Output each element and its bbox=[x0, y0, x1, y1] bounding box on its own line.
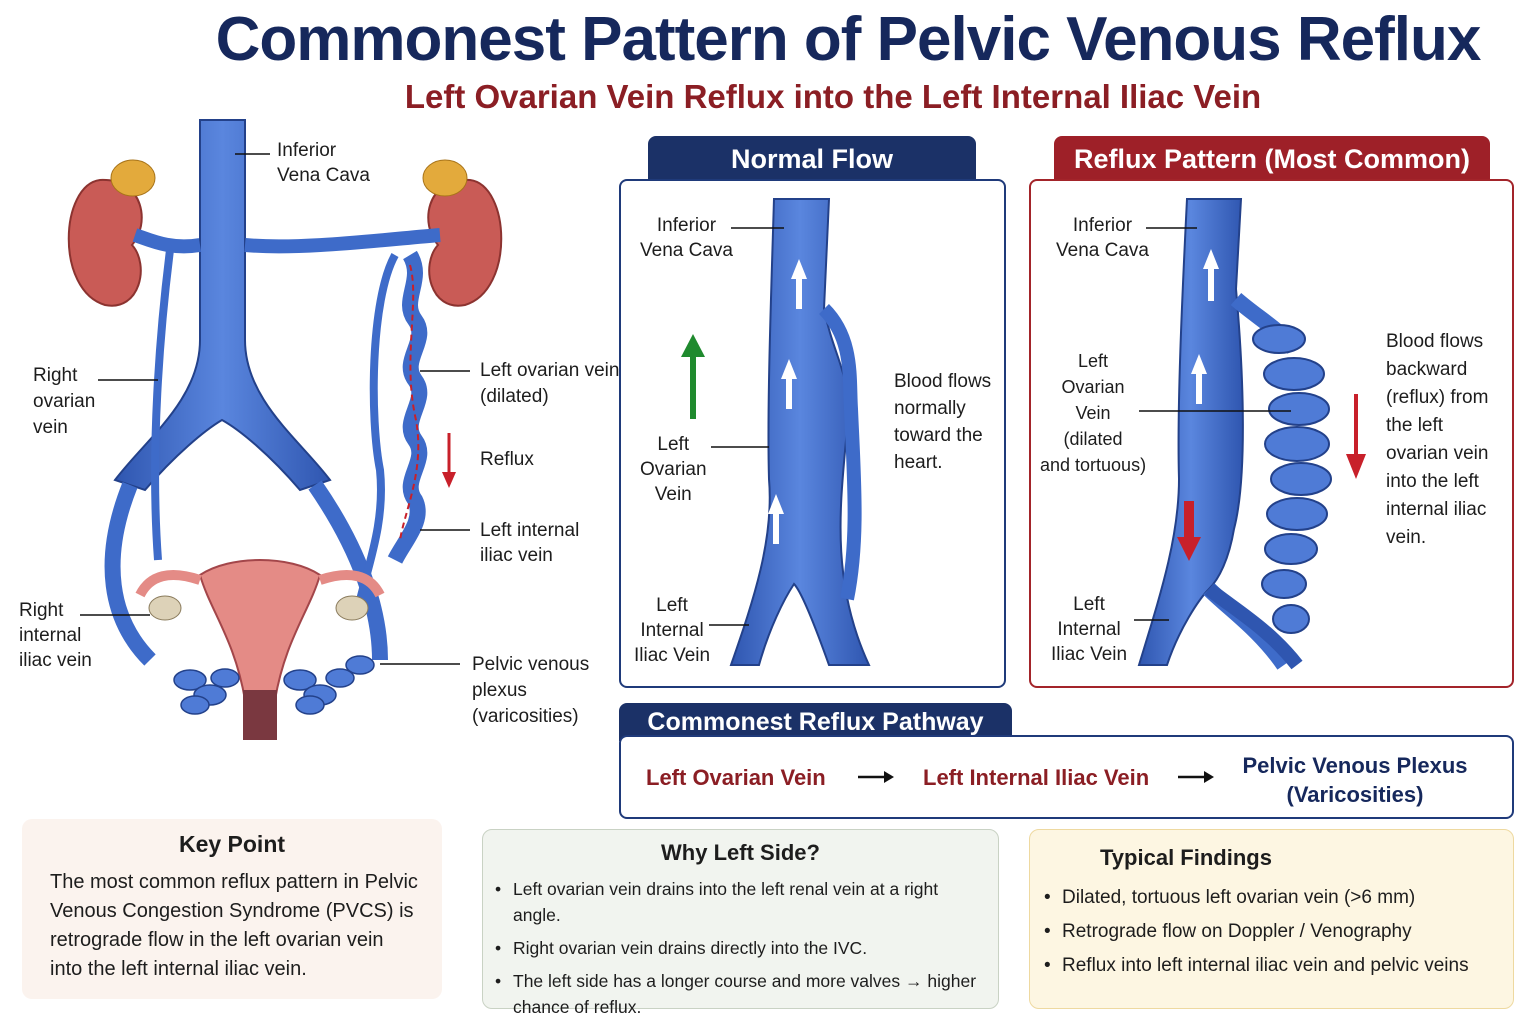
reflux-label: Reflux bbox=[480, 449, 534, 470]
reflux-up-arrows bbox=[1191, 249, 1219, 404]
findings-item: Dilated, tortuous left ovarian vein (>6 … bbox=[1042, 885, 1505, 911]
typical-findings-card: Typical Findings Dilated, tortuous left … bbox=[1029, 829, 1514, 1009]
reflux-ivc-label: Inferior Vena Cava bbox=[1056, 215, 1149, 261]
reflux-side-arrow bbox=[1346, 394, 1366, 479]
right-kidney bbox=[67, 159, 156, 307]
ivc-label: Inferior Vena Cava bbox=[277, 140, 370, 186]
normal-up-arrows bbox=[768, 259, 807, 544]
normal-flow-tab: Normal Flow bbox=[648, 136, 976, 182]
why-left-card: Why Left Side? Left ovarian vein drains … bbox=[482, 829, 999, 1017]
key-point-heading: Key Point bbox=[178, 831, 286, 857]
pathway-step-1: Left Ovarian Vein bbox=[646, 765, 826, 790]
pelvic-venous-plexus bbox=[173, 655, 375, 715]
right-internal-iliac-label: Right internal iliac vein bbox=[19, 600, 92, 671]
tortuous-ovarian-vein bbox=[1252, 324, 1332, 634]
pelvic-plexus-label: Pelvic venous plexus (varicosities) bbox=[472, 654, 590, 727]
reflux-pattern-tab: Reflux Pattern (Most Common) bbox=[1054, 136, 1490, 182]
reflux-down-arrow bbox=[442, 433, 456, 488]
reflux-note: Blood flows backward (reflux) from the l… bbox=[1386, 331, 1489, 548]
left-internal-iliac-label: Left internal iliac vein bbox=[480, 520, 580, 566]
reflux-pattern-diagram bbox=[1134, 198, 1366, 670]
why-left-heading: Why Left Side? bbox=[661, 840, 820, 865]
findings-item: Reflux into left internal iliac vein and… bbox=[1042, 953, 1505, 979]
key-point-text: The most common reflux pattern in Pelvic… bbox=[50, 871, 418, 980]
pathway-step-2: Left Internal Iliac Vein bbox=[923, 765, 1150, 790]
pathway-panel bbox=[619, 735, 1514, 819]
reflux-ovarian-label: Left Ovarian Vein (dilated and tortuous) bbox=[1040, 351, 1147, 475]
pathway-tab: Commonest Reflux Pathway bbox=[619, 703, 1012, 741]
page-title: Commonest Pattern of Pelvic Venous Reflu… bbox=[215, 5, 1482, 74]
pathway-arrow-1 bbox=[858, 771, 894, 783]
normal-flow-note: Blood flows normally toward the heart. bbox=[894, 371, 992, 473]
left-kidney bbox=[422, 159, 503, 307]
page-subtitle: Left Ovarian Vein Reflux into the Left I… bbox=[404, 78, 1262, 115]
normal-flow-diagram bbox=[681, 198, 871, 666]
key-point-card: Key Point The most common reflux pattern… bbox=[22, 819, 442, 999]
uterus bbox=[135, 559, 385, 740]
findings-item: Retrograde flow on Doppler / Venography bbox=[1042, 919, 1505, 945]
why-left-item: Left ovarian vein drains into the left r… bbox=[493, 876, 990, 928]
normal-ivc-label: Inferior Vena Cava bbox=[640, 215, 733, 261]
why-left-item: Right ovarian vein drains directly into … bbox=[493, 935, 990, 961]
normal-iliac-label: Left Internal Iliac Vein bbox=[634, 595, 711, 666]
reflux-down-arrow-in-vein bbox=[1177, 501, 1201, 561]
green-up-arrow bbox=[681, 334, 705, 419]
why-left-item: The left side has a longer course and mo… bbox=[493, 968, 990, 1020]
left-ovarian-vessel bbox=[387, 250, 428, 564]
right-ovarian-vessel bbox=[151, 249, 174, 561]
right-ovarian-vein-label: Right ovarian vein bbox=[33, 365, 96, 438]
normal-ovarian-label: Left Ovarian Vein bbox=[640, 434, 707, 505]
pelvic-anatomy-illustration bbox=[67, 119, 503, 740]
pathway-step-3: Pelvic Venous Plexus (Varicosities) bbox=[1242, 753, 1468, 807]
findings-heading: Typical Findings bbox=[1100, 845, 1272, 870]
reflux-iliac-label: Left Internal Iliac Vein bbox=[1051, 594, 1128, 665]
left-ovarian-vein-label: Left ovarian vein (dilated) bbox=[480, 360, 620, 407]
pathway-arrow-2 bbox=[1178, 771, 1214, 783]
